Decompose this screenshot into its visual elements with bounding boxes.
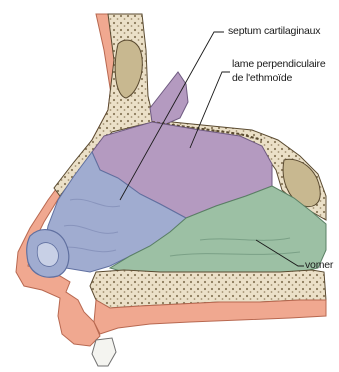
label-septum-cartilage: septum cartilaginaux	[228, 25, 320, 37]
label-perpendicular-plate-line1: lame perpendiculaire	[232, 58, 325, 70]
label-perpendicular-plate-line2: de l'ethmoïde	[232, 72, 292, 84]
label-vomer: vomer	[305, 259, 333, 271]
crista-galli	[150, 72, 188, 124]
tooth	[92, 338, 116, 366]
